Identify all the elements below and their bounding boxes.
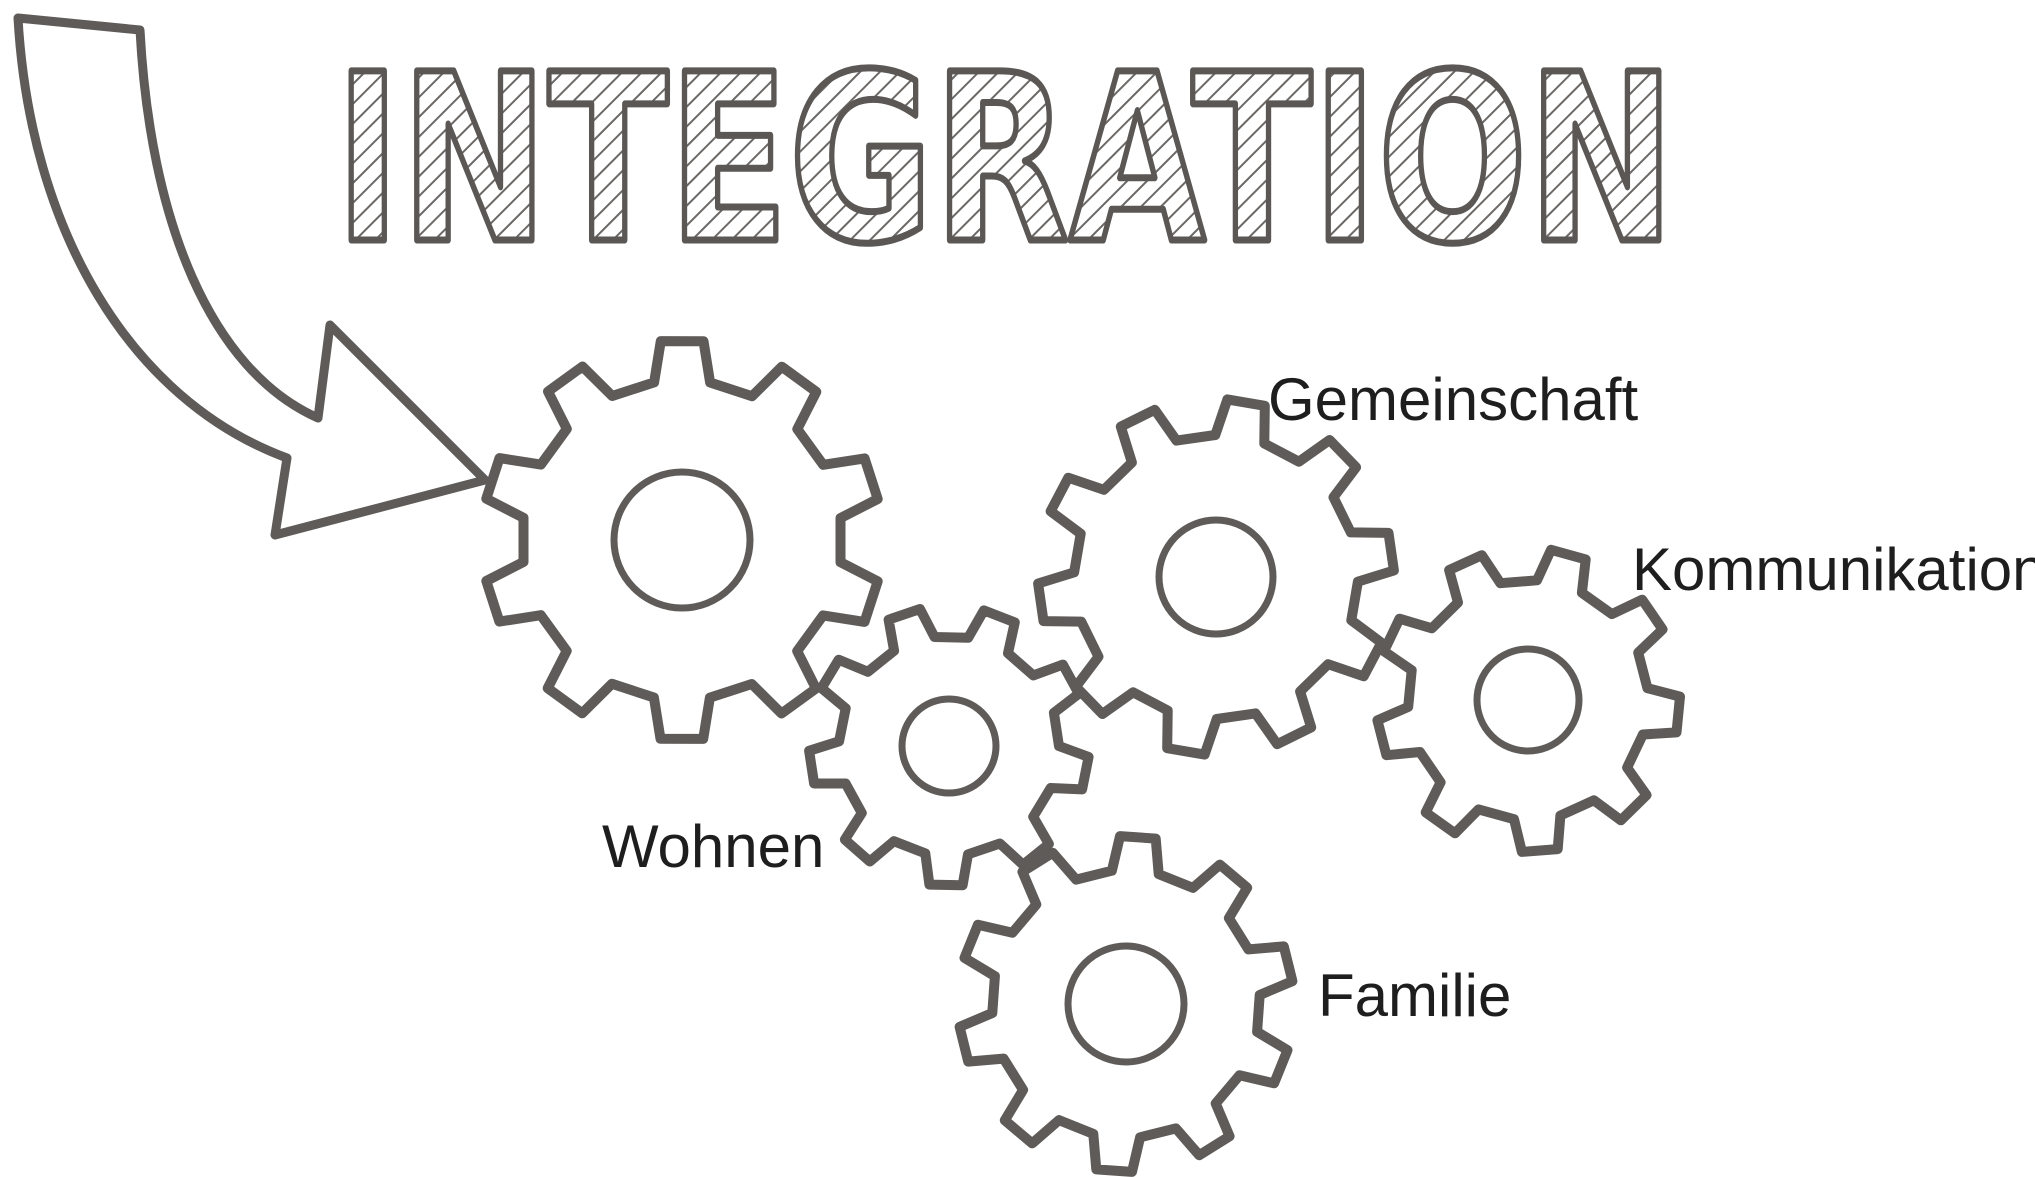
curved-arrow-icon	[13, 13, 490, 540]
gear-gemeinschaft-icon	[1033, 394, 1399, 760]
page-title: INTEGRATION	[335, 25, 1675, 295]
label-kommunikation: Kommunikation	[1632, 536, 2035, 603]
label-familie: Familie	[1318, 962, 1511, 1029]
label-wohnen: Wohnen	[602, 813, 824, 880]
gear-familie-icon	[954, 831, 1298, 1177]
gear-main-icon	[481, 336, 883, 744]
gear-wohnen-icon	[804, 604, 1094, 891]
gear-kommunikation-icon	[1372, 544, 1685, 857]
label-gemeinschaft: Gemeinschaft	[1268, 366, 1638, 433]
